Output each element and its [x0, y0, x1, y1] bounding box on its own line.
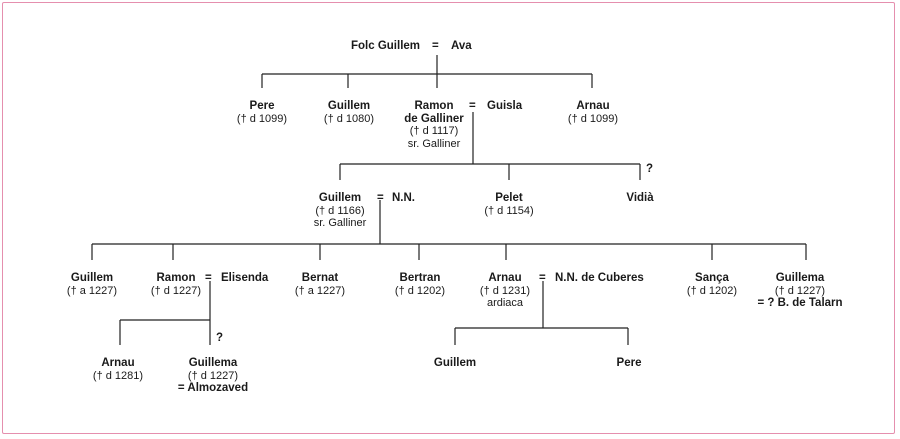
person-name: Pelet [495, 192, 523, 204]
person-ramon: Ramon († d 1227) [151, 272, 201, 297]
person-sanca: Sança († d 1202) [687, 272, 737, 297]
person-arnau-4: Arnau († d 1281) [93, 357, 143, 382]
person-dates: († d 1099) [236, 112, 288, 125]
person-title: sr. Galliner [407, 137, 461, 150]
marriage-sign: = [377, 192, 384, 204]
person-dates: († d 1099) [567, 112, 619, 125]
person-name: Arnau [576, 100, 610, 112]
person-pere: Pere († d 1099) [237, 100, 287, 125]
person-name: Guillema [775, 272, 825, 284]
person-name: Guillem [327, 100, 371, 112]
person-dates: († d 1202) [686, 284, 738, 297]
person-dates: († d 1281) [92, 369, 144, 382]
person-title: ardiaca [486, 297, 524, 309]
person-bertran: Bertran († d 1202) [395, 272, 445, 297]
marriage-sign: = [432, 40, 439, 52]
person-dates: († a 1227) [66, 284, 118, 297]
unknown-mark: ? [216, 332, 224, 344]
person-dates: († d 1166) [315, 204, 365, 217]
person-elisenda: Elisenda [221, 272, 269, 284]
person-name: Ramon [156, 272, 196, 284]
person-pelet: Pelet († d 1154) [484, 192, 533, 217]
person-spouse: = Almozaved [177, 382, 249, 394]
unknown-mark: ? [646, 163, 654, 175]
person-dates: († d 1080) [323, 112, 375, 125]
person-dates: († d 1231) [479, 284, 531, 297]
person-guillem-2: Guillem († d 1166) sr. Galliner [314, 192, 367, 230]
person-dates: († a 1227) [294, 284, 346, 297]
person-dates: († d 1227) [187, 369, 239, 382]
person-arnau-ardiaca: Arnau († d 1231) ardiaca [480, 272, 530, 310]
person-dates: († d 1117) [409, 125, 459, 137]
person-folc-guillem: Folc Guillem [351, 40, 421, 52]
person-guillema-4: Guillema († d 1227) = Almozaved [178, 357, 248, 395]
person-name: Guillem [318, 192, 362, 204]
person-dates: († d 1202) [394, 284, 446, 297]
person-vidia: Vidià [626, 192, 653, 205]
person-name: Arnau [101, 357, 135, 369]
person-nn-de-cuberes: N.N. de Cuberes [555, 272, 644, 284]
person-name: Bertran [399, 272, 441, 284]
person-ava: Ava [451, 40, 472, 52]
person-dates: († d 1154) [484, 204, 534, 217]
person-name: Arnau [488, 272, 522, 284]
marriage-sign: = [205, 272, 212, 284]
person-name-line2: de Galliner [404, 112, 464, 125]
person-pere-4: Pere [617, 357, 642, 370]
marriage-sign: = [469, 100, 476, 112]
person-arnau: Arnau († d 1099) [568, 100, 618, 125]
person-dates: († d 1227) [150, 284, 202, 297]
person-name: Guillema [188, 357, 238, 369]
person-name: Vidià [626, 192, 654, 204]
person-dates: († d 1227) [774, 284, 826, 297]
person-name: Guillem [70, 272, 114, 284]
page-border [2, 2, 895, 434]
person-name: Pere [616, 357, 642, 369]
person-guillem-3: Guillem († a 1227) [67, 272, 117, 297]
person-name: Pere [249, 100, 275, 112]
person-name: Guillem [433, 357, 477, 369]
person-guisla: Guisla [487, 100, 523, 112]
person-guillem: Guillem († d 1080) [324, 100, 374, 125]
person-title: sr. Galliner [313, 217, 367, 229]
person-name: Ramon [414, 100, 454, 112]
person-ramon-de-galliner: Ramon de Galliner († d 1117) sr. Galline… [404, 100, 463, 150]
person-name: Sança [695, 272, 729, 284]
person-guillema: Guillema († d 1227) = ? B. de Talarn [757, 272, 842, 310]
person-name: Bernat [301, 272, 339, 284]
person-spouse: = ? B. de Talarn [757, 297, 843, 309]
person-nn: N.N. [392, 192, 415, 204]
person-guillem-4: Guillem [434, 357, 476, 370]
person-bernat: Bernat († a 1227) [295, 272, 345, 297]
marriage-sign: = [539, 272, 546, 284]
